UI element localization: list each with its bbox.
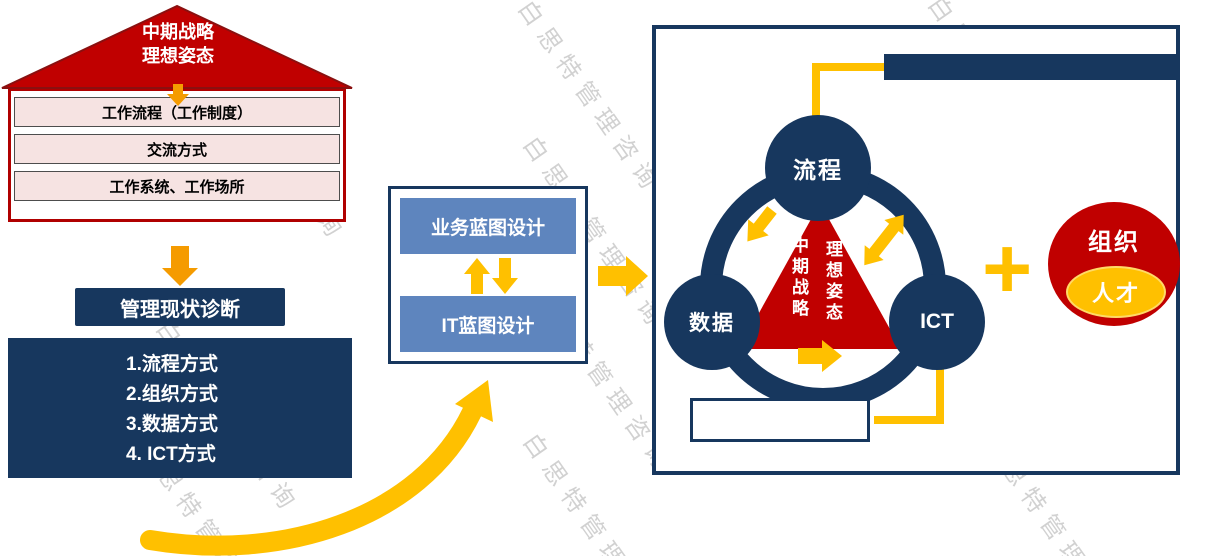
triangle-text-col1: 中期战略 xyxy=(789,236,808,320)
it-blueprint-box: IT蓝图设计 xyxy=(400,296,576,352)
diagnosis-list-box: 1.流程方式 2.组织方式 3.数据方式 4. ICT方式 xyxy=(8,338,352,478)
plus-sign: + xyxy=(982,221,1033,317)
diagnosis-item: 4. ICT方式 xyxy=(126,444,216,465)
ict-circle: ICT xyxy=(889,274,985,370)
organization-label: 组织 xyxy=(1088,229,1140,256)
process-circle: 流程 xyxy=(765,115,871,221)
diagnosis-item: 3.数据方式 xyxy=(126,414,218,435)
business-blueprint-box: 业务蓝图设计 xyxy=(400,198,576,254)
curved-arrow-head xyxy=(455,380,493,422)
house-bar: 交流方式 xyxy=(14,134,340,164)
roof-title-line2: 理想姿态 xyxy=(142,46,214,66)
diagnosis-item: 1.流程方式 xyxy=(126,354,218,375)
triangle-text-col2: 理想姿态 xyxy=(823,240,842,324)
roof-title-line1: 中期战略 xyxy=(142,22,214,42)
diagnosis-item: 2.组织方式 xyxy=(126,384,218,405)
data-circle: 数据 xyxy=(664,274,760,370)
panel-top-bar xyxy=(884,54,1176,80)
house-bar: 工作系统、工作场所 xyxy=(14,171,340,201)
diagnosis-title-box: 管理现状诊断 xyxy=(75,288,285,326)
panel-bottom-bar xyxy=(690,398,870,442)
house-roof-title: 中期战略 理想姿态 xyxy=(68,20,288,68)
talent-ellipse: 人才 xyxy=(1066,266,1166,318)
house-bar: 工作流程（工作制度） xyxy=(14,97,340,127)
down-arrow-icon xyxy=(162,246,198,286)
